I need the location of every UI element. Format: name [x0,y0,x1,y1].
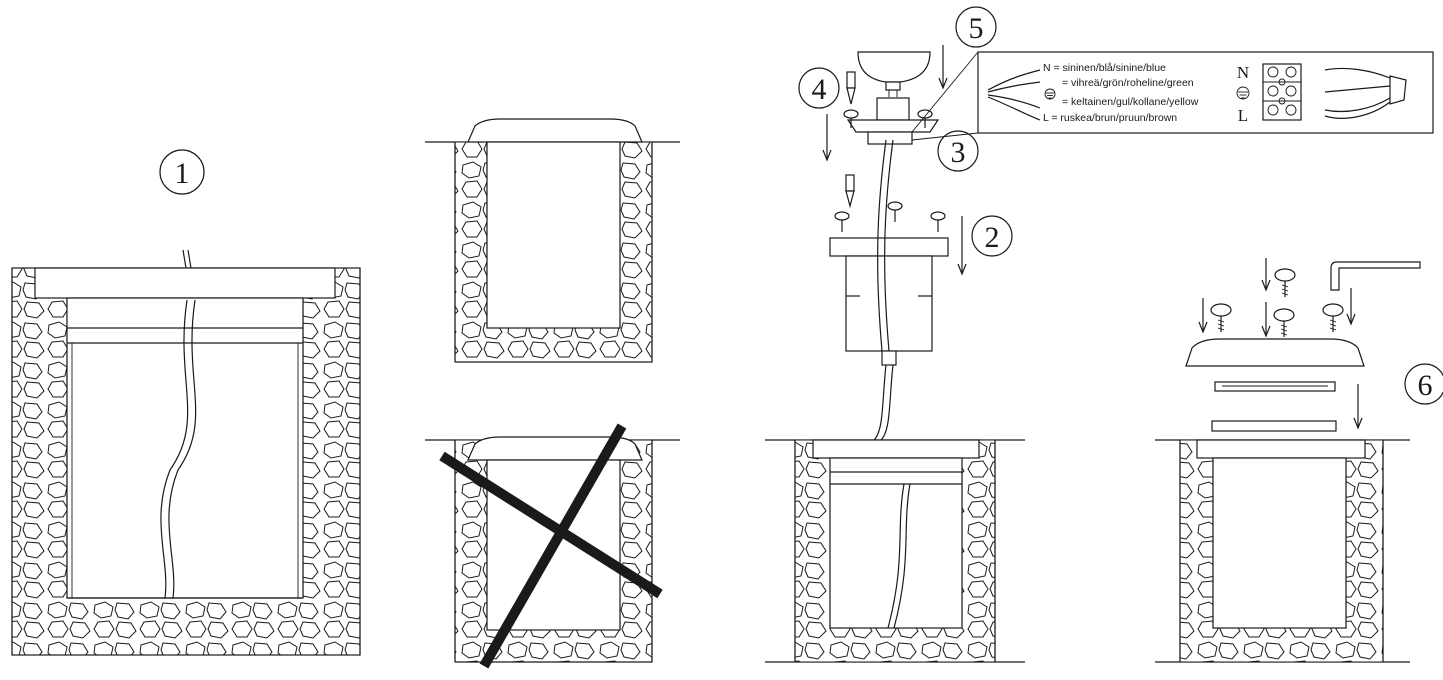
cover-cap [1185,338,1365,367]
glass-plate [1214,381,1336,392]
screw-icon [845,174,855,209]
screw-icon [1274,268,1296,297]
screw-icon [1273,308,1295,337]
screw-icon [887,201,903,222]
arrow-down-icon [938,45,948,90]
panel-2-correct [425,118,680,363]
step-4-label: 4 [812,73,827,106]
housing-flange [34,267,336,299]
step-5-circle [955,6,997,48]
legend-n: N = sininen/blå/sinine/blue [1043,62,1166,74]
arrow-down-icon [957,216,967,276]
step-1-circle [159,149,205,195]
housing-sleeve [66,297,304,599]
screw-icon [846,71,856,105]
legend-l: L = ruskea/brun/pruun/brown [1043,112,1177,124]
step-2-circle [971,215,1013,257]
lamp-bulb-icon [857,51,931,97]
housing [486,141,621,329]
step-5-label: 5 [969,12,984,45]
step-3-label: 3 [951,136,966,169]
gasket [1211,420,1337,432]
step-1-label: 1 [175,157,190,190]
panel-1: 1 [11,149,361,656]
cable [873,364,887,441]
screw-icon [1322,303,1344,332]
arrow-down-icon [1261,258,1271,292]
screw-icon [843,109,859,128]
terminal-block-icon [1262,63,1302,121]
screw-icon [1210,303,1232,332]
step-6-circle [1404,363,1443,405]
mounting-bracket [846,119,940,133]
legend-earth-yellow: = keltainen/gul/kollane/yellow [1062,96,1199,108]
cover-plate [467,118,643,143]
terminal-label-n: N [1237,63,1249,82]
cable-gland [881,350,897,366]
legend-earth-green: = vihreä/grön/roheline/green [1062,77,1194,89]
arrow-down-icon [1198,298,1208,334]
wiring-legend-box: N = sininen/blå/sinine/blue = vihreä/grö… [977,51,1434,134]
cross-out-mark-icon [439,423,663,669]
lamp-socket [876,97,910,121]
panel-4: 6 [1155,258,1443,663]
step-4-circle [798,67,840,109]
step-3-circle [937,130,979,172]
arrow-down-icon [1353,384,1363,430]
earth-ground-symbol-icon [1236,86,1250,100]
inner-housing [845,255,933,352]
cable [160,299,189,599]
step-2-label: 2 [985,221,1000,254]
panel-3: 5 4 3 2 [765,6,1025,663]
terminal-label-l: L [1238,106,1248,125]
screw-icon [930,211,946,232]
arrow-down-icon [822,114,832,162]
step-6-label: 6 [1418,369,1433,402]
hex-key-icon [1330,261,1421,291]
arrow-down-icon [1346,288,1356,326]
screw-icon [834,211,850,232]
panel-2-incorrect [425,423,680,669]
earth-ground-symbol-icon [1044,88,1056,100]
inner-flange [829,237,949,257]
arrow-down-icon [1261,302,1271,338]
